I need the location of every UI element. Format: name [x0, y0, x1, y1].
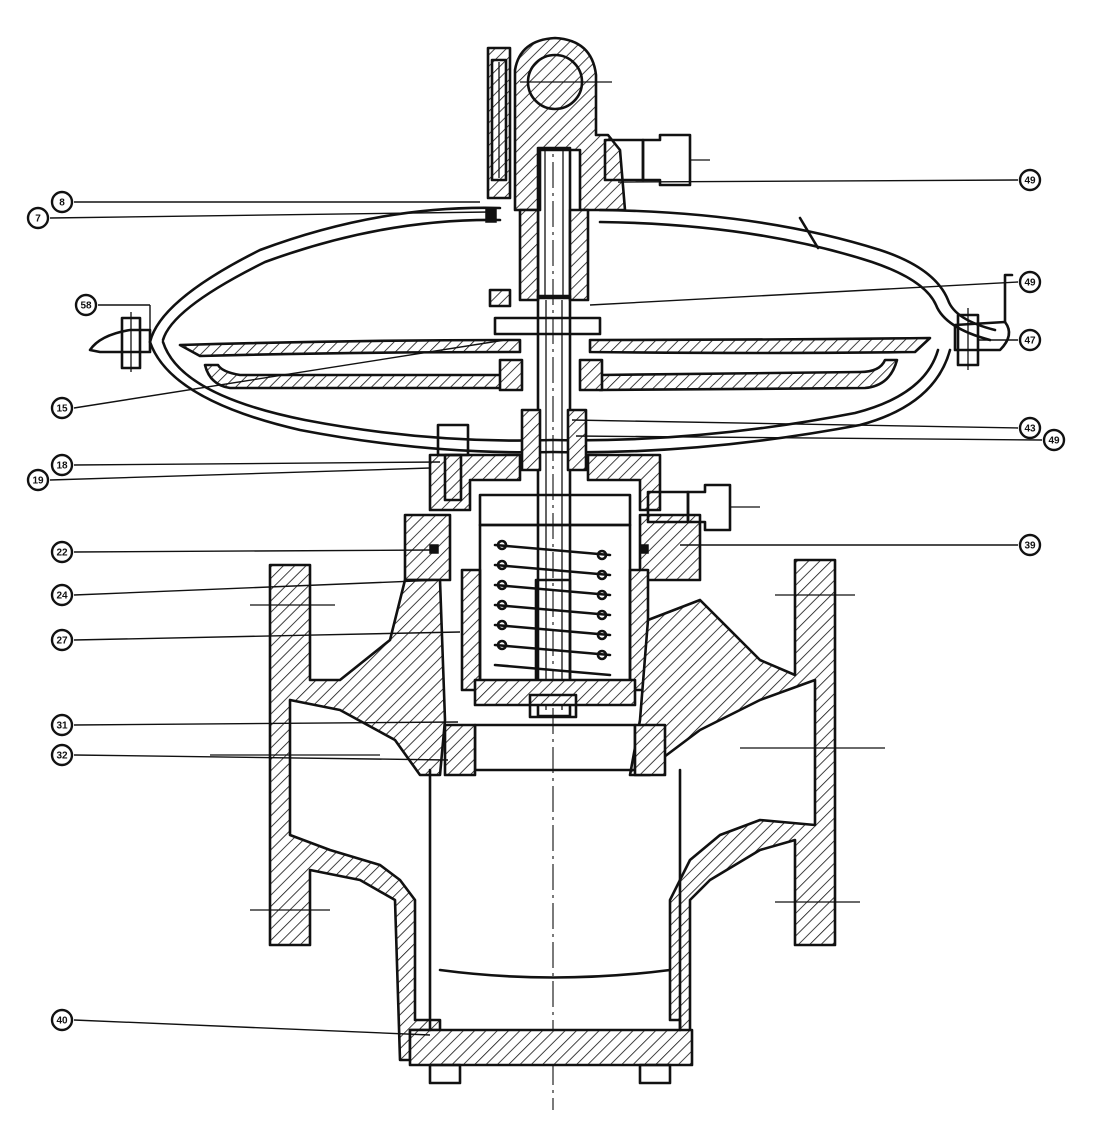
valve-body — [210, 558, 885, 1085]
svg-text:40: 40 — [56, 1016, 68, 1027]
callout-7: 7 — [26, 206, 50, 230]
diaphragm-plate — [178, 316, 932, 392]
svg-text:32: 32 — [56, 751, 68, 762]
svg-text:7: 7 — [35, 214, 41, 225]
svg-text:49: 49 — [1048, 436, 1060, 447]
callout-19: 19 — [26, 468, 50, 492]
svg-text:39: 39 — [1024, 541, 1036, 552]
svg-text:24: 24 — [56, 591, 68, 602]
svg-text:18: 18 — [56, 461, 68, 472]
callout-24: 24 — [50, 583, 74, 607]
svg-text:58: 58 — [80, 301, 92, 312]
callout-18: 18 — [50, 453, 74, 477]
callout-43: 43 — [1018, 416, 1042, 440]
callout-15: 15 — [50, 396, 74, 420]
spring — [493, 539, 612, 677]
callout-47: 47 — [1018, 328, 1042, 352]
callout-8: 8 — [50, 190, 74, 214]
svg-text:15: 15 — [56, 404, 68, 415]
svg-text:27: 27 — [56, 636, 68, 647]
svg-text:19: 19 — [32, 476, 44, 487]
callout-39: 39 — [1018, 533, 1042, 557]
callout-32: 32 — [50, 743, 74, 767]
svg-text:49: 49 — [1024, 176, 1036, 187]
svg-text:43: 43 — [1024, 424, 1036, 435]
svg-text:47: 47 — [1024, 336, 1036, 347]
svg-text:31: 31 — [56, 721, 68, 732]
leader-lines — [49, 179, 1043, 1036]
callout-49-upper: 49 — [1018, 270, 1042, 294]
callout-27: 27 — [50, 628, 74, 652]
bonnet-assembly — [403, 423, 760, 719]
svg-text:22: 22 — [56, 548, 68, 559]
diaphragm-casing — [88, 206, 1014, 454]
pilot-housing — [485, 36, 710, 308]
svg-text:8: 8 — [59, 198, 65, 209]
callout-49-top: 49 — [1018, 168, 1042, 192]
callout-40: 40 — [50, 1008, 74, 1032]
svg-text:49: 49 — [1024, 278, 1036, 289]
callout-22: 22 — [50, 540, 74, 564]
callout-58: 58 — [74, 293, 98, 317]
callout-49-lower: 49 — [1042, 428, 1066, 452]
callout-31: 31 — [50, 713, 74, 737]
valve-stem — [520, 294, 588, 718]
